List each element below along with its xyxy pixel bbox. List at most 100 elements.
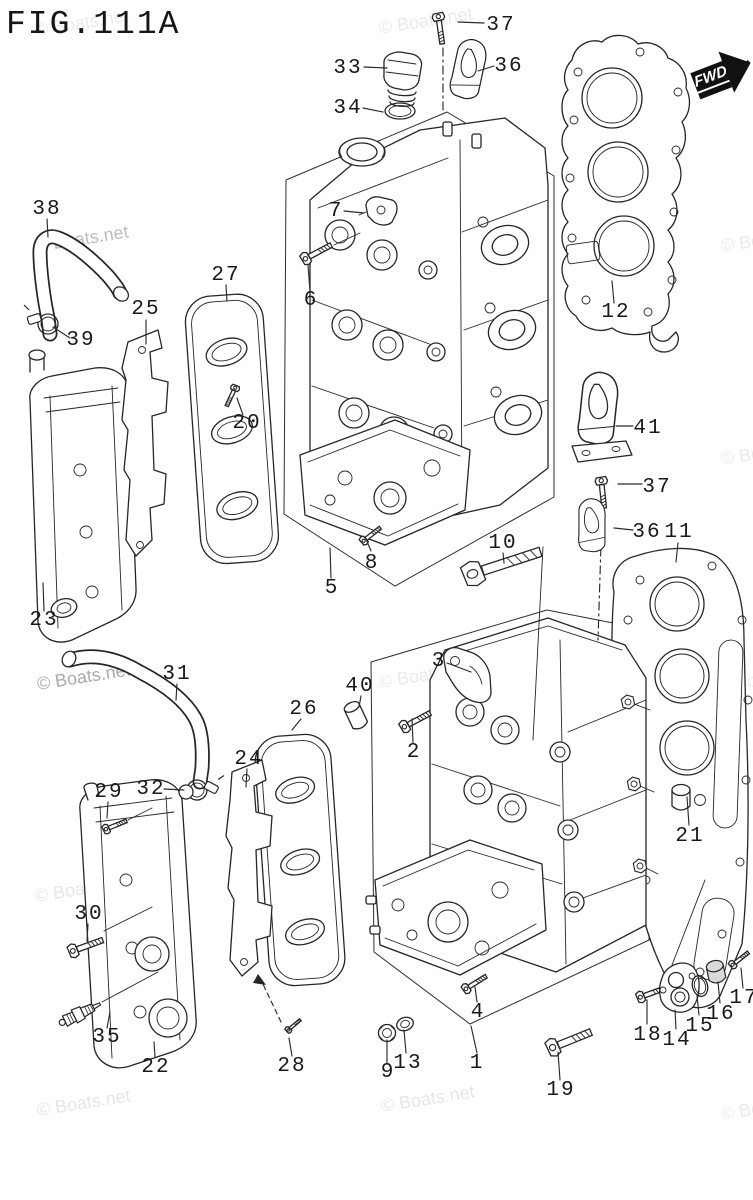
- part-label-26: 26: [289, 698, 318, 721]
- gasket-26-drawing: [254, 733, 346, 987]
- watermark: © Boats.net: [35, 1085, 131, 1120]
- leader-line-38: [46, 218, 49, 238]
- part-label-9: 9: [381, 1061, 396, 1084]
- bracket-41-drawing: [571, 371, 633, 463]
- part-label-17: 17: [729, 987, 753, 1010]
- part-label-1: 1: [470, 1052, 485, 1075]
- gasket-24-drawing: [225, 759, 273, 977]
- footer-code: DF250_E11_023_111A: [5, 1196, 172, 1200]
- leader-line-26: [291, 718, 302, 731]
- leader-line-31: [175, 683, 178, 701]
- leader-line-40: [358, 695, 362, 708]
- fitting-7-drawing: [358, 196, 398, 226]
- gasket-25-drawing: [121, 329, 169, 557]
- part-label-10: 10: [488, 532, 517, 555]
- part-label-13: 13: [393, 1052, 422, 1075]
- part-label-6: 6: [304, 289, 319, 312]
- part-label-25: 25: [131, 298, 160, 321]
- leader-line-3: [446, 662, 472, 673]
- part-label-32: 32: [136, 778, 165, 801]
- leader-line-2: [411, 718, 414, 744]
- leader-line-14: [674, 1009, 677, 1030]
- bracket-36-right-drawing: [575, 497, 609, 554]
- watermark: © Boats.net: [719, 434, 753, 469]
- hose-31-drawing: [61, 649, 210, 790]
- part-label-15: 15: [685, 1015, 714, 1038]
- part-label-28: 28: [277, 1055, 306, 1078]
- leader-line-16: [717, 981, 721, 1004]
- upper-assembly-box: [283, 111, 555, 587]
- leader-line-13: [403, 1029, 407, 1054]
- part-label-18: 18: [633, 1024, 662, 1047]
- bolt-28-drawing: [253, 974, 303, 1035]
- part-label-36: 36: [632, 521, 661, 544]
- bolt-19-drawing: [543, 1022, 595, 1059]
- o-ring-34-drawing: [384, 102, 416, 120]
- washer-13-drawing: [396, 1016, 414, 1032]
- part-label-35: 35: [92, 1026, 121, 1049]
- leader-line-12: [611, 280, 615, 304]
- gasket-27-drawing: [184, 293, 280, 565]
- leader-line-27: [225, 284, 228, 302]
- part-label-20: 20: [232, 412, 261, 435]
- leader-line-23: [42, 582, 45, 612]
- leader-line-36: [477, 65, 495, 72]
- part-label-24: 24: [234, 748, 263, 771]
- leader-line-33: [363, 66, 388, 69]
- footer: DF250_E11_023_111A CYLINDER HEAD: [5, 1144, 172, 1200]
- figure-title: FIG.111A: [6, 6, 181, 43]
- part-label-7: 7: [329, 200, 344, 223]
- leader-line-22: [153, 1041, 156, 1058]
- upper-cylinder-head-drawing: [299, 117, 549, 546]
- watermark: © Boats.net: [719, 221, 753, 256]
- leader-line-10: [502, 552, 505, 564]
- bolt-10-drawing: [458, 538, 546, 741]
- part-label-19: 19: [546, 1079, 575, 1102]
- bolt-2-drawing: [397, 706, 434, 735]
- part-label-40: 40: [345, 675, 374, 698]
- part-label-38: 38: [32, 198, 61, 221]
- fitting-3-drawing: [443, 646, 492, 704]
- part-label-5: 5: [325, 577, 340, 600]
- part-label-41: 41: [633, 417, 662, 440]
- valve-cover-23-drawing: [28, 349, 137, 643]
- o-ring-15-drawing: [691, 975, 709, 997]
- part-label-11: 11: [664, 521, 693, 544]
- watermark: © Boats.net: [719, 1089, 753, 1124]
- leader-line-20: [236, 397, 244, 416]
- leader-line-24: [245, 768, 248, 788]
- watermark: © Boats.net: [377, 3, 473, 38]
- leader-line-4: [474, 986, 478, 1003]
- part-label-21: 21: [675, 825, 704, 848]
- pin-40-drawing: [343, 700, 369, 730]
- lower-cylinder-head-drawing: [365, 617, 659, 976]
- leader-line-1: [470, 1025, 478, 1054]
- bracket-36-top-drawing: [447, 36, 489, 102]
- fwd-arrow: FWD: [690, 51, 751, 100]
- part-label-16: 16: [706, 1003, 735, 1026]
- watermark: © Boats.net: [379, 1081, 475, 1116]
- part-label-14: 14: [662, 1029, 691, 1052]
- bolt-37-top-drawing: [431, 11, 449, 111]
- part-label-34: 34: [333, 97, 362, 120]
- bolt-30-drawing: [66, 906, 153, 960]
- anode-16-drawing: [705, 959, 727, 984]
- thermostat-cover-14-drawing: [658, 879, 706, 1013]
- leader-line-11: [675, 542, 679, 563]
- leader-line-15: [696, 994, 700, 1016]
- part-label-23: 23: [29, 609, 58, 632]
- part-label-3: 3: [432, 650, 447, 673]
- leader-line-29: [106, 801, 109, 819]
- leader-line-17: [740, 967, 744, 989]
- part-label-29: 29: [94, 781, 123, 804]
- leader-line-7: [343, 210, 365, 214]
- leader-line-28: [288, 1037, 293, 1057]
- part-label-39: 39: [66, 329, 95, 352]
- leader-line-5: [329, 547, 332, 579]
- nut-9-drawing: [377, 1023, 397, 1043]
- leader-line-21: [686, 796, 690, 826]
- part-label-36: 36: [494, 55, 523, 78]
- leader-line-37: [457, 21, 485, 24]
